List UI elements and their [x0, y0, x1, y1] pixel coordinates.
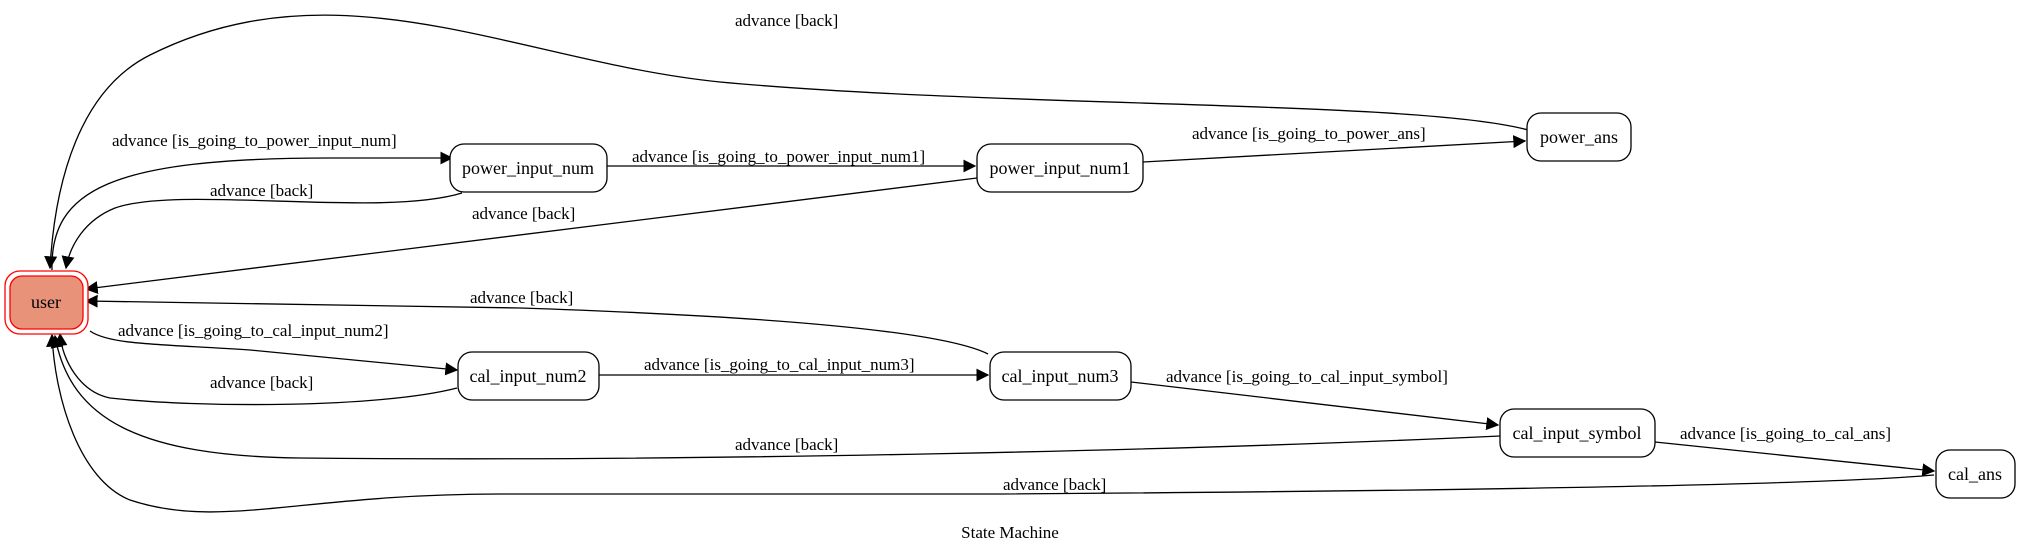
edge-power-input-num-back: [61, 192, 463, 270]
node-label-cal-ans: cal_ans: [1948, 464, 2002, 484]
edge-power-ans-back: [44, 14, 1529, 270]
node-user: user: [4, 270, 89, 335]
edge-cal-input-num3-back: [84, 294, 989, 355]
edge-label-power-input-num1-to-power-ans: advance [is_going_to_power_ans]: [1192, 124, 1426, 143]
edge-cal-input-symbol-to-cal-ans: [1654, 441, 1936, 477]
node-cal-input-num2: cal_input_num2: [457, 351, 600, 401]
edge-cal-ans-back: [46, 333, 1935, 513]
node-power-input-num1: power_input_num1: [976, 143, 1144, 193]
edge-cal-input-num2-back: [54, 332, 458, 406]
edge-label-cal-input-num3-back: advance [back]: [470, 288, 573, 307]
edge-user-to-cal-input-num2: [89, 330, 459, 376]
node-label-power-input-num1: power_input_num1: [990, 158, 1131, 178]
node-power-ans: power_ans: [1526, 112, 1632, 162]
edge-power-input-num1-back: [84, 177, 978, 295]
node-label-power-ans: power_ans: [1540, 127, 1618, 147]
edge-label-power-input-num-back: advance [back]: [210, 181, 313, 200]
edge-label-user-to-cal-input-num2: advance [is_going_to_cal_input_num2]: [118, 321, 389, 340]
node-cal-input-num3: cal_input_num3: [989, 351, 1132, 401]
edge-label-cal-input-symbol-back: advance [back]: [735, 435, 838, 454]
edge-label-cal-input-num2-to-cal-input-num3: advance [is_going_to_cal_input_num3]: [644, 355, 915, 374]
edge-label-cal-input-num2-back: advance [back]: [210, 373, 313, 392]
edge-label-cal-input-num3-to-cal-input-symbol: advance [is_going_to_cal_input_symbol]: [1166, 367, 1448, 386]
edge-label-power-input-num1-back: advance [back]: [472, 204, 575, 223]
node-label-power-input-num: power_input_num: [462, 158, 594, 178]
node-label-user: user: [31, 292, 61, 312]
edge-cal-input-num3-to-cal-input-symbol: [1130, 381, 1500, 431]
node-power-input-num: power_input_num: [449, 143, 608, 193]
diagram-title: State Machine: [961, 523, 1059, 542]
edge-label-cal-ans-back: advance [back]: [1003, 475, 1106, 494]
edge-label-cal-input-symbol-to-cal-ans: advance [is_going_to_cal_ans]: [1680, 424, 1891, 443]
node-label-cal-input-symbol: cal_input_symbol: [1513, 423, 1642, 443]
node-label-cal-input-num2: cal_input_num2: [470, 366, 587, 386]
node-cal-input-symbol: cal_input_symbol: [1499, 408, 1656, 458]
node-cal-ans: cal_ans: [1935, 449, 2016, 499]
edge-label-power-input-num-to-power-input-num1: advance [is_going_to_power_input_num1]: [632, 147, 925, 166]
edge-label-user-to-power-input-num: advance [is_going_to_power_input_num]: [112, 131, 397, 150]
edge-power-input-num1-to-power-ans: [1142, 135, 1527, 163]
node-label-cal-input-num3: cal_input_num3: [1002, 366, 1119, 386]
edge-label-power-ans-back: advance [back]: [735, 11, 838, 30]
edge-user-to-power-input-num: [51, 151, 454, 271]
edge-cal-input-symbol-back: [50, 334, 1501, 460]
